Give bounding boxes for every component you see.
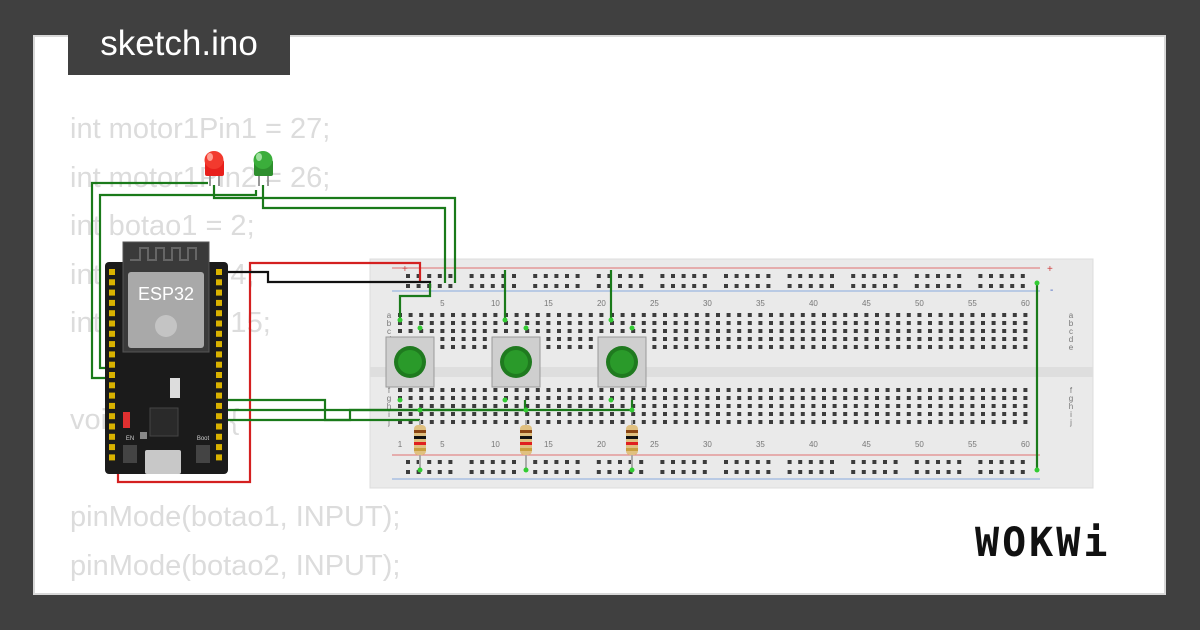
breadboard-plus-top-right: + xyxy=(1047,264,1053,275)
wire-green-led-gpio xyxy=(90,181,208,380)
breadboard-label: j xyxy=(387,418,390,427)
breadboard-label: h xyxy=(387,402,391,411)
antenna-icon xyxy=(130,247,197,261)
code-line: pinMode(botao1, INPUT); xyxy=(70,501,401,533)
breadboard-label: 20 xyxy=(597,299,606,308)
wire-black-gnd xyxy=(219,270,432,284)
breadboard-label: a xyxy=(1069,311,1074,320)
breadboard-label: 60 xyxy=(1021,299,1030,308)
breadboard-label: 25 xyxy=(650,299,659,308)
breadboard-label: d xyxy=(1069,335,1073,344)
breadboard-label: 15 xyxy=(544,440,553,449)
breadboard-label: 35 xyxy=(756,440,765,449)
breadboard-label: c xyxy=(1069,327,1073,336)
breadboard-label: 30 xyxy=(703,299,712,308)
code-line: int motor1Pin1 = 27; xyxy=(70,113,331,145)
breadboard-label: 40 xyxy=(809,299,818,308)
connection-dots xyxy=(397,280,1040,473)
breadboard-label: 55 xyxy=(968,440,977,449)
push-button-2[interactable] xyxy=(491,336,541,388)
esp32-label: ESP32 xyxy=(138,284,194,304)
esp32-board[interactable]: ESP32 EN Boot xyxy=(105,241,228,474)
breadboard-label: 15 xyxy=(544,299,553,308)
breadboard-label: f xyxy=(388,386,391,395)
wires xyxy=(90,181,1039,484)
breadboard-label: h xyxy=(1069,402,1073,411)
breadboard-label: 50 xyxy=(915,299,924,308)
breadboard-label: 25 xyxy=(650,440,659,449)
wire-green-led1 xyxy=(212,185,457,283)
resistor-3[interactable] xyxy=(626,420,638,470)
breadboard-label: 20 xyxy=(597,440,606,449)
breadboard-label: g xyxy=(387,394,391,403)
wire-green-led2 xyxy=(261,185,447,283)
resistor-1[interactable] xyxy=(414,420,426,470)
resistor-2[interactable] xyxy=(520,420,532,470)
breadboard-label: 10 xyxy=(491,299,500,308)
breadboard-minus-top-right: - xyxy=(1050,285,1053,296)
breadboard-label: j xyxy=(1069,418,1072,427)
breadboard-top-numbers: 5 10 15 20 25 30 35 40 45 50 55 60 xyxy=(440,299,1030,308)
breadboard-label: a xyxy=(387,311,392,320)
code-line: pinMode(botao2, INPUT); xyxy=(70,549,401,582)
breadboard-label: i xyxy=(388,410,390,419)
espressif-logo-icon xyxy=(155,315,177,337)
wire-green-gpio-btn3 xyxy=(219,400,634,422)
breadboard-label: 10 xyxy=(491,440,500,449)
breadboard-label: 60 xyxy=(1021,440,1030,449)
breadboard-label: 55 xyxy=(968,299,977,308)
wokwi-logo: WOKWi xyxy=(975,520,1111,566)
breadboard-label: b xyxy=(1069,319,1074,328)
breadboard-plus-top: + xyxy=(402,264,408,275)
breadboard-label: g xyxy=(1069,394,1073,403)
boot-label: Boot xyxy=(197,436,210,442)
breadboard-label: 40 xyxy=(809,440,818,449)
wire-green-button1 xyxy=(398,283,432,320)
breadboard-label: 50 xyxy=(915,440,924,449)
push-button-3[interactable] xyxy=(597,336,647,388)
sketch-filename-tag: sketch.ino xyxy=(68,12,290,75)
breadboard-label: 30 xyxy=(703,440,712,449)
green-led[interactable] xyxy=(253,151,274,186)
breadboard-label: e xyxy=(1069,343,1074,352)
breadboard-label: 1 xyxy=(398,440,403,449)
push-button-1[interactable] xyxy=(385,336,435,388)
en-label: EN xyxy=(126,436,134,442)
breadboard-label: b xyxy=(387,319,392,328)
red-led[interactable] xyxy=(204,151,225,186)
breadboard-label: f xyxy=(1070,386,1073,395)
chip-icon xyxy=(170,378,180,398)
breadboard-label: 5 xyxy=(440,299,445,308)
wire-green-led-gpio2 xyxy=(98,190,258,370)
breadboard-label: 35 xyxy=(756,299,765,308)
usb-port xyxy=(145,450,181,474)
code-line: int motor1Pin2 = 26; xyxy=(70,161,331,194)
breadboard-label: 45 xyxy=(862,440,871,449)
breadboard-label: 5 xyxy=(440,440,445,449)
breadboard-label: c xyxy=(387,327,391,336)
code-line: int botao1 = 2; xyxy=(70,210,255,242)
breadboard-label: 45 xyxy=(862,299,871,308)
breadboard-label: i xyxy=(1070,410,1072,419)
